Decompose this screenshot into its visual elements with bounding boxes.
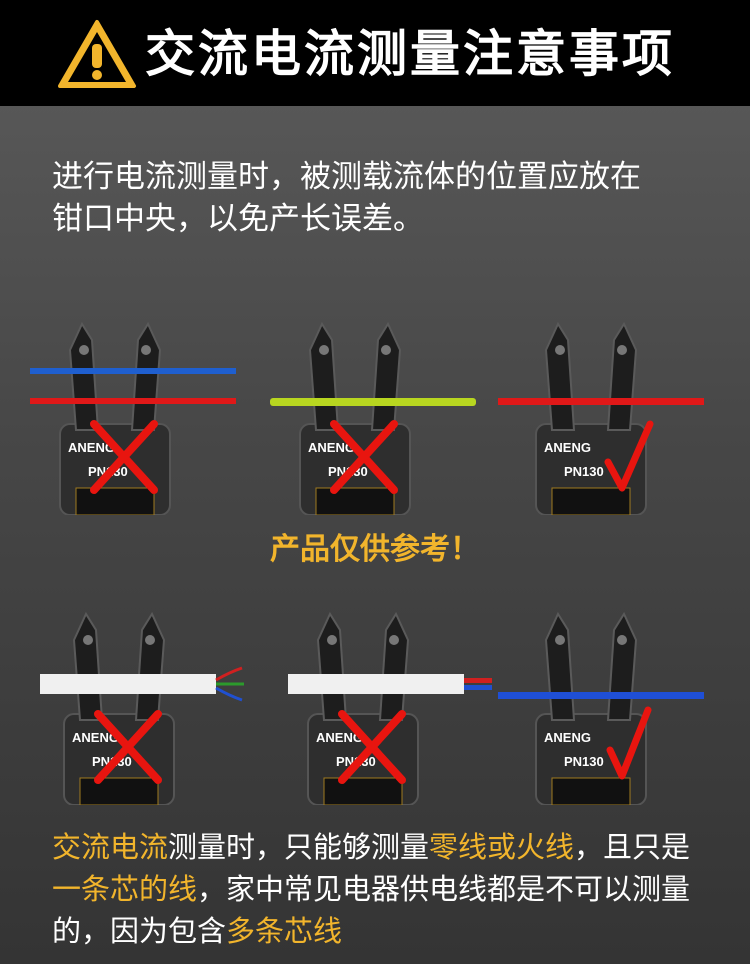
brand-label: ANENG bbox=[68, 440, 115, 455]
clamp-meter-illustration: ANENG PN130 bbox=[40, 611, 244, 805]
note-highlight: 交流电流 bbox=[52, 830, 169, 864]
brand-label: ANENG bbox=[316, 730, 363, 745]
brand-label: ANENG bbox=[544, 730, 591, 745]
note-segment: ，家中常见电器供电线都是不可以测量 bbox=[197, 872, 691, 906]
clamp-meter-illustration: ANENG PN130 bbox=[288, 611, 492, 805]
brand-label: ANENG bbox=[308, 440, 355, 455]
example-top-1: ANENG PN130 bbox=[30, 320, 250, 515]
note-highlight: 多条芯线 bbox=[226, 914, 343, 948]
model-label: PN130 bbox=[564, 464, 604, 479]
example-top-2: ANENG PN130 bbox=[270, 320, 490, 515]
intro-text: 进行电流测量时，被测载流体的位置应放在 钳口中央，以免产长误差。 bbox=[52, 156, 712, 240]
example-bottom-1: ANENG PN130 bbox=[38, 610, 258, 805]
model-label: PN130 bbox=[564, 754, 604, 769]
example-top-3: ANENG PN130 bbox=[498, 320, 718, 515]
page-title: 交流电流测量注意事项 bbox=[145, 25, 675, 83]
note-line-1: 交流电流测量时，只能够测量零线或火线，且只是 bbox=[52, 826, 712, 868]
note-text: 交流电流测量时，只能够测量零线或火线，且只是 一条芯的线，家中常见电器供电线都是… bbox=[52, 826, 712, 952]
example-bottom-3: ANENG PN130 bbox=[498, 610, 718, 805]
intro-line-1: 进行电流测量时，被测载流体的位置应放在 bbox=[52, 159, 641, 195]
header-bar: 交流电流测量注意事项 bbox=[0, 0, 750, 106]
check-mark-icon bbox=[606, 706, 652, 780]
clamp-meter-illustration: ANENG PN130 bbox=[498, 321, 704, 515]
brand-label: ANENG bbox=[72, 730, 119, 745]
note-line-2: 一条芯的线，家中常见电器供电线都是不可以测量 bbox=[52, 868, 712, 910]
note-segment: 的，因为包含 bbox=[52, 914, 227, 948]
note-highlight: 零线或火线 bbox=[429, 830, 575, 864]
clamp-meter-illustration: ANENG PN130 bbox=[30, 321, 236, 515]
intro-line-2: 钳口中央，以免产长误差。 bbox=[52, 201, 424, 237]
note-line-3: 的，因为包含多条芯线 bbox=[52, 910, 712, 952]
brand-label: ANENG bbox=[544, 440, 591, 455]
note-segment: 测量时，只能够测量 bbox=[168, 830, 430, 864]
clamp-meter-illustration: ANENG PN130 bbox=[498, 611, 704, 805]
note-segment: ，且只是 bbox=[574, 830, 691, 864]
note-highlight: 一条芯的线 bbox=[52, 872, 198, 906]
warning-triangle-icon bbox=[58, 20, 136, 88]
clamp-meter-illustration: ANENG PN130 bbox=[270, 321, 476, 515]
example-bottom-2: ANENG PN130 bbox=[282, 610, 502, 805]
disclaimer-text: 产品仅供参考！ bbox=[270, 532, 480, 567]
check-mark-icon bbox=[604, 420, 654, 492]
